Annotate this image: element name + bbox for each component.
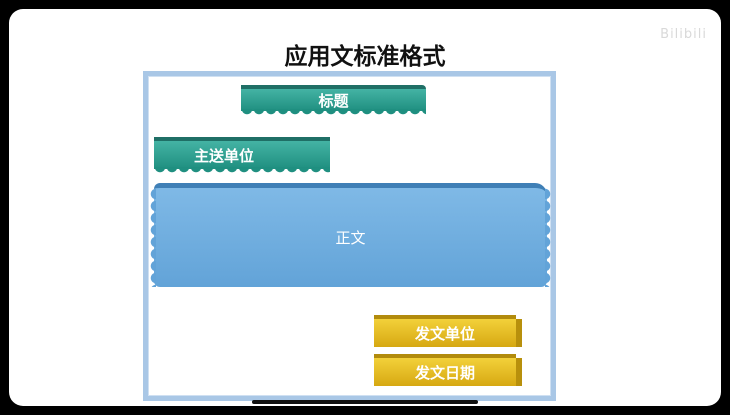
sender-block-label: 主送单位 (194, 146, 255, 165)
watermark: Bilibili (660, 27, 707, 42)
issuer-block-label: 发文单位 (414, 324, 475, 343)
home-indicator-bar[interactable] (252, 400, 478, 404)
date-block-label: 发文日期 (414, 363, 475, 382)
body-block-label: 正文 (335, 229, 366, 247)
slide: Bilibili 应用文标准格式 标题 主送单位 正文 发文单位 发文日期 (9, 9, 721, 406)
issuer-block: 发文单位 (374, 315, 522, 347)
body-block: 正文 (150, 183, 551, 287)
title-block-label: 标题 (318, 91, 349, 110)
date-block: 发文日期 (374, 354, 522, 386)
title-block: 标题 (241, 85, 426, 115)
page-title: 应用文标准格式 (284, 44, 446, 70)
sender-block: 主送单位 (154, 137, 330, 173)
